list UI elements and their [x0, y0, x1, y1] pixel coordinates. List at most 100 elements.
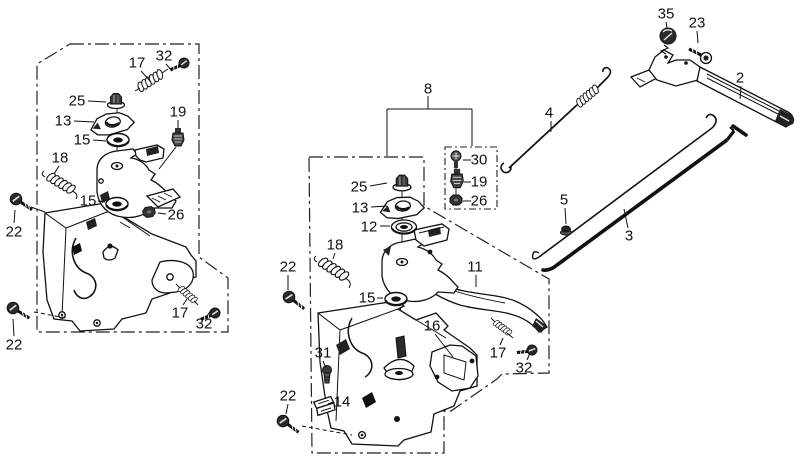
- part-31-drawing: [322, 365, 332, 384]
- bolt-22-lower-drawing: [5, 300, 32, 320]
- leader-line-part-13: [73, 120, 95, 123]
- leader-line-part-15: [92, 139, 107, 142]
- nut-5-drawing: [560, 225, 572, 236]
- part-label-26-left-8: 26: [168, 207, 185, 224]
- part-label-25-middle-14: 25: [351, 179, 368, 196]
- part-label-17-middle-25: 17: [490, 345, 507, 362]
- washer-15-lower-drawing: [104, 196, 130, 212]
- label-8-bracket: [386, 96, 473, 156]
- part-label-11-middle-21: 11: [467, 259, 483, 276]
- rod-4-drawing: [500, 66, 612, 174]
- clip-14-drawing: [312, 395, 336, 417]
- nut-25-drawing: [106, 92, 126, 110]
- part-label-22-left-10: 22: [6, 337, 23, 354]
- part-label-5-right-34: 5: [560, 192, 568, 209]
- leader-line-part-22: [301, 425, 353, 436]
- leader-line-part-22: [13, 209, 16, 224]
- part-label-35-right-30: 35: [658, 6, 675, 23]
- subassembly-8-box: [444, 146, 498, 210]
- part-label-22-middle-18: 22: [280, 259, 297, 276]
- nut-26-box-drawing: [449, 194, 463, 206]
- spring-18-drawing: [41, 169, 79, 200]
- left-assembly: [5, 55, 223, 332]
- middle-assembly: [274, 150, 548, 447]
- leader-line-part-2: [739, 85, 742, 100]
- screw-30-drawing: [450, 150, 462, 168]
- washer-15-upper-drawing: [105, 132, 131, 148]
- part-label-12-middle-16: 12: [361, 219, 378, 236]
- leader-line-part-31: [322, 360, 327, 369]
- lever-11-drawing: [413, 269, 548, 333]
- part-label-30-middle-27: 30: [471, 152, 488, 169]
- leader-line-part-23: [696, 30, 699, 44]
- lever-2-drawing: [629, 44, 795, 128]
- leader-line-part-22: [12, 318, 15, 337]
- leader-line-part-18: [53, 165, 60, 175]
- bolt-32-middle-drawing: [514, 338, 541, 363]
- plate-13-middle-drawing: [379, 196, 426, 220]
- leader-line-part-32: [526, 352, 531, 361]
- leader-line-part-32: [206, 309, 212, 317]
- spring-18-middle-drawing: [313, 254, 352, 289]
- part-label-16-middle-20: 16: [424, 318, 441, 335]
- leader-line-part-5: [564, 207, 567, 225]
- leader-line-part-25: [87, 100, 107, 103]
- leader-line-part-35: [665, 21, 668, 29]
- leader-line-part-3: [623, 208, 629, 229]
- leader-line-part-22: [30, 206, 46, 213]
- part-label-32-middle-26: 32: [516, 360, 533, 377]
- leader-line-part-19: [158, 146, 177, 170]
- leader-line-part-22: [285, 403, 289, 415]
- spring-17-middle-drawing: [490, 317, 514, 339]
- base-plate-drawing: [42, 201, 197, 332]
- part-label-15-left-4: 15: [74, 132, 91, 149]
- screw-23-drawing: [688, 46, 713, 65]
- right-group: [500, 27, 795, 272]
- bolt-22-middle-upper-drawing: [280, 288, 309, 311]
- bolt-22-upper-drawing: [7, 191, 36, 212]
- leader-line-part-32: [165, 63, 173, 72]
- leader-line-part-14: [327, 401, 334, 405]
- leader-line-part-25: [369, 182, 388, 187]
- leader-line-part-26: [157, 212, 167, 215]
- clip-19-box-drawing: [450, 168, 464, 189]
- spring-17-upper-drawing: [133, 67, 169, 95]
- knob-35-drawing: [659, 27, 677, 45]
- clamp-bracket-drawing: [429, 344, 479, 392]
- nut-25-middle-drawing: [392, 174, 412, 192]
- part-label-18-middle-17: 18: [327, 237, 344, 254]
- part-label-25-left-2: 25: [69, 93, 86, 110]
- part-label-31-middle-22: 31: [315, 345, 332, 362]
- part-label-8-middle-13: 8: [424, 81, 432, 98]
- plate-13-drawing: [90, 112, 136, 136]
- bolt-22-middle-lower-drawing: [274, 412, 303, 434]
- leader-line-part-17: [182, 298, 188, 306]
- left-assembly-boundary: [36, 43, 229, 333]
- part-label-32-left-1: 32: [156, 48, 173, 65]
- part-label-19-middle-28: 19: [471, 174, 488, 191]
- control-lever-assembly-drawing: [381, 223, 459, 303]
- leader-line-part-17: [499, 337, 504, 346]
- spring-17-lower-drawing: [175, 283, 200, 306]
- part-label-17-left-0: 17: [129, 55, 146, 72]
- part-label-2-right-32: 2: [736, 70, 744, 87]
- leader-line-part-17: [140, 70, 152, 83]
- part-label-3-right-35: 3: [625, 228, 633, 245]
- washer-12-drawing: [390, 219, 418, 235]
- leader-line-part-22: [33, 311, 67, 319]
- middle-assembly-boundary: [308, 156, 550, 454]
- part-label-15-left-7: 15: [80, 193, 97, 210]
- part-label-32-left-12: 32: [196, 316, 213, 333]
- bolt-32-upper-drawing: [168, 55, 192, 75]
- part-label-26-middle-29: 26: [471, 193, 488, 210]
- clip-19-drawing: [171, 127, 185, 147]
- part-label-4-right-33: 4: [545, 105, 553, 122]
- part-label-19-left-5: 19: [170, 104, 187, 121]
- leader-line-part-18: [332, 252, 336, 260]
- leader-line-part-15: [97, 200, 106, 203]
- rod-5-drawing: [531, 113, 717, 260]
- rod-3-drawing: [541, 124, 748, 272]
